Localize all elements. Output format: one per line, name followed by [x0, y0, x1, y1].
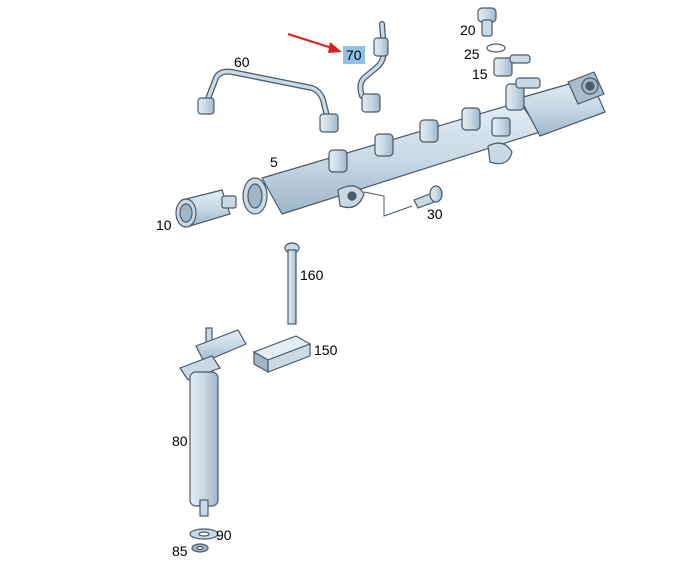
fuel-rail[interactable] — [242, 71, 606, 215]
fuel-line-70[interactable] — [357, 21, 389, 113]
stud-160[interactable] — [284, 242, 300, 325]
callout-30[interactable]: 30 — [427, 206, 443, 222]
connector-15[interactable] — [493, 54, 531, 77]
callout-70-highlighted[interactable]: 70 — [343, 46, 365, 64]
pressure-sensor[interactable] — [175, 189, 237, 228]
callout-150[interactable]: 150 — [314, 342, 338, 358]
callout-25[interactable]: 25 — [464, 46, 480, 62]
callout-60[interactable]: 60 — [234, 54, 250, 70]
injector-80[interactable] — [179, 327, 247, 517]
red-arrow — [287, 33, 342, 53]
seal-ring-25[interactable] — [486, 43, 506, 53]
callout-15[interactable]: 15 — [472, 66, 488, 82]
bolt-30[interactable] — [413, 185, 443, 209]
callout-80[interactable]: 80 — [172, 433, 188, 449]
seal-washer-90[interactable] — [189, 528, 219, 540]
callout-10[interactable]: 10 — [156, 217, 172, 233]
callout-160[interactable]: 160 — [300, 267, 324, 283]
banjo-bolt-20[interactable] — [477, 7, 497, 37]
leader-line-30 — [363, 191, 413, 217]
callout-90[interactable]: 90 — [216, 527, 232, 543]
callout-85[interactable]: 85 — [172, 543, 188, 559]
clamp-150[interactable] — [252, 335, 312, 374]
washer-85[interactable] — [191, 543, 209, 553]
callout-20[interactable]: 20 — [460, 22, 476, 38]
fuel-line-60[interactable] — [197, 68, 339, 133]
callout-5[interactable]: 5 — [270, 154, 278, 170]
